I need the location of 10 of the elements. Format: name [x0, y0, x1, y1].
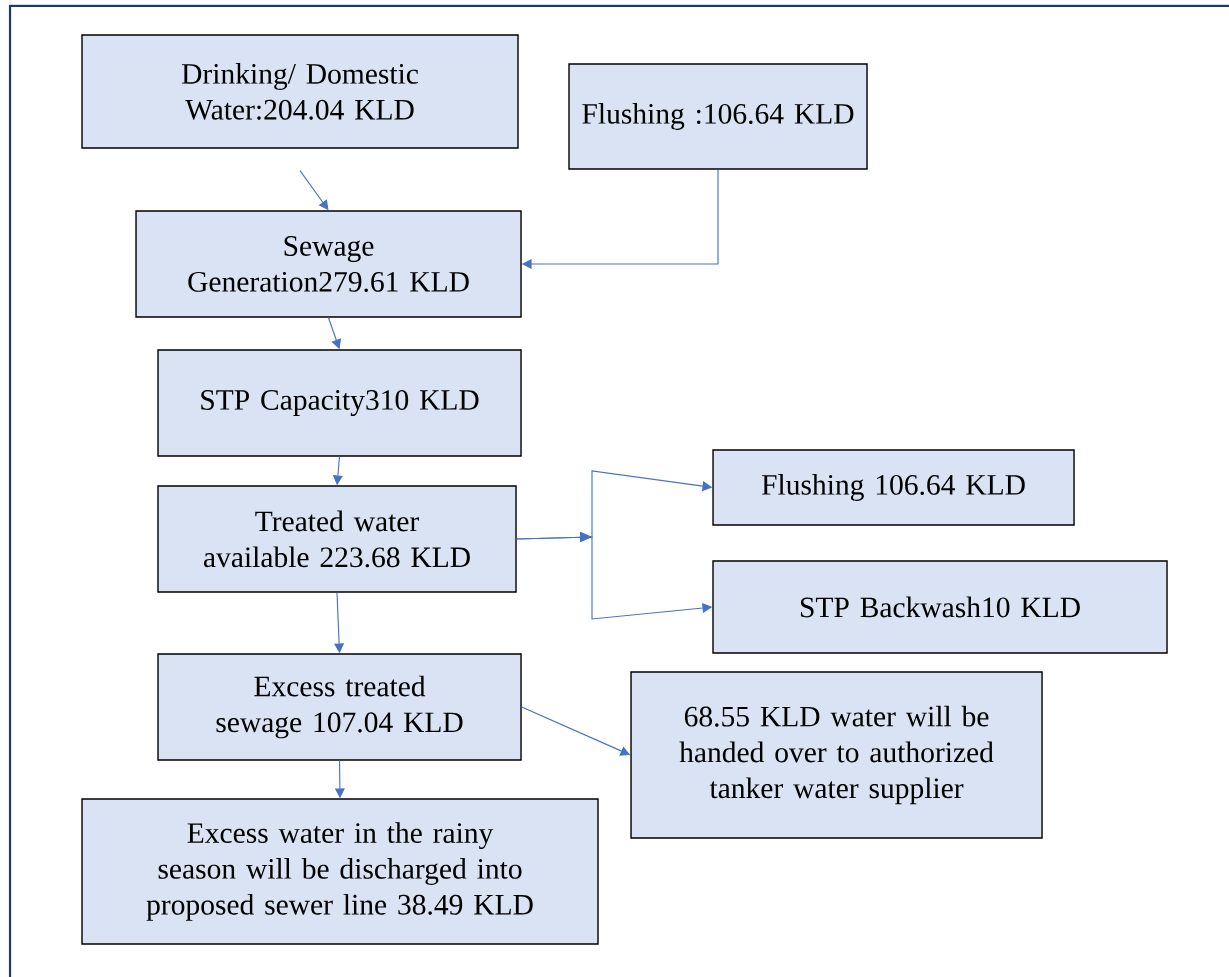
process-box: 68.55 KLD water will be handed over to authorized tanker water supplier [630, 671, 1043, 839]
process-box: Drinking/ Domestic Water:204.04 KLD [81, 34, 519, 149]
process-box: Excess treated sewage 107.04 KLD [157, 653, 522, 761]
process-box: Flushing :106.64 KLD [568, 63, 868, 170]
process-box: Sewage Generation279.61 KLD [135, 210, 522, 318]
process-box: Flushing 106.64 KLD [712, 449, 1075, 526]
process-box: STP Capacity310 KLD [157, 349, 522, 457]
process-box: STP Backwash10 KLD [712, 560, 1168, 654]
process-box: Treated water available 223.68 KLD [157, 485, 517, 593]
process-box: Excess water in the rainy season will be discharged into proposed sewer line 38.49 KLD [81, 798, 599, 945]
